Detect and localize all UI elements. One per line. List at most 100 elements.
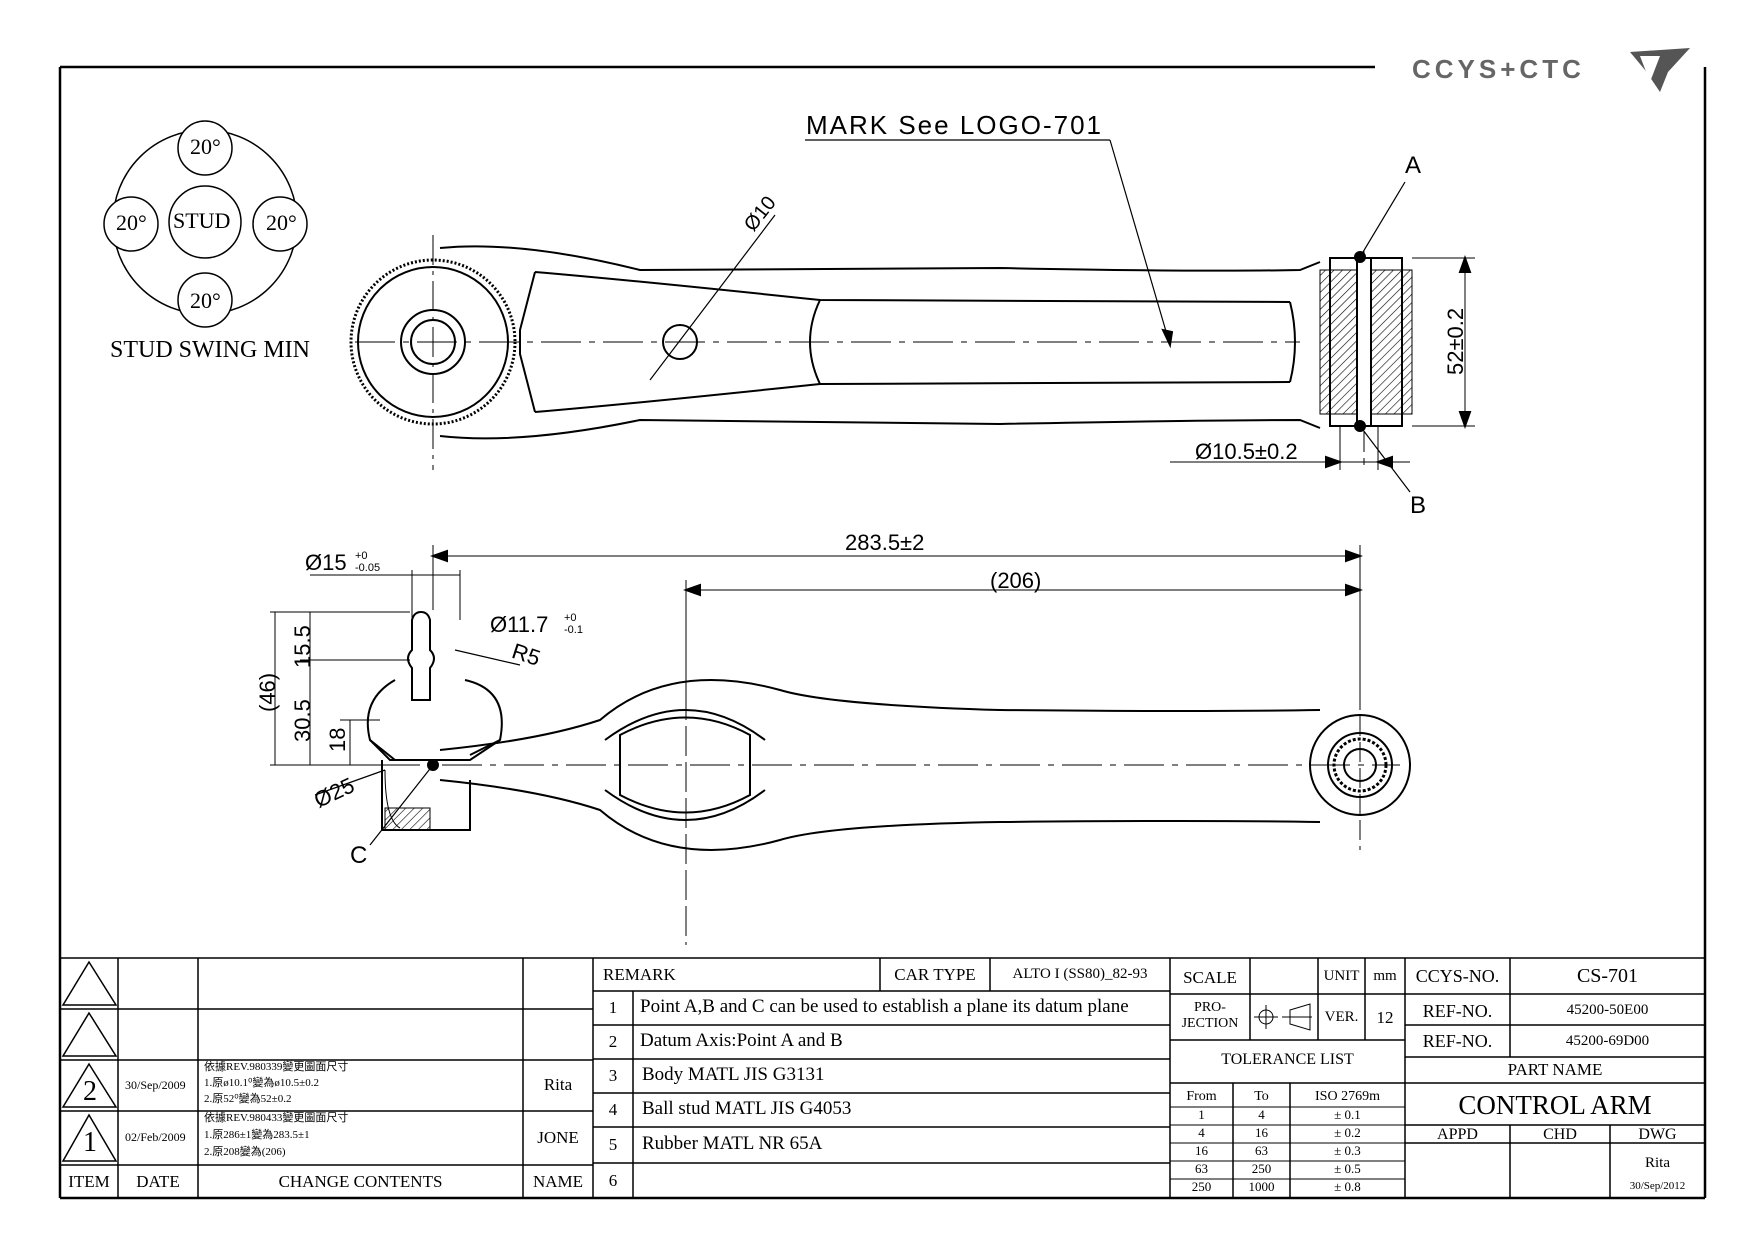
tolerance-title: TOLERANCE LIST	[1221, 1051, 1354, 1068]
rev-name-2: Rita	[543, 1075, 573, 1094]
dimension-15-5: 15.5	[290, 625, 315, 668]
header-change-contents: CHANGE CONTENTS	[278, 1172, 443, 1191]
dimension-283-5: 283.5±2	[845, 530, 925, 555]
tol-row-3-val: ± 0.3	[1334, 1143, 1361, 1158]
ver-value: 12	[1376, 1008, 1394, 1027]
sheet-border	[58, 65, 1707, 1200]
dimension-dia11-7-tol-minus: -0.1	[564, 624, 583, 636]
rev-line-2a: 依據REV.980339變更圖面尺寸	[204, 1061, 349, 1073]
remarks-header: REMARK	[603, 965, 676, 984]
car-type-value: ALTO I (SS80)_82-93	[1012, 966, 1148, 982]
remark-no-5: 5	[608, 1135, 618, 1154]
dimension-dia11-7: Ø11.7	[490, 612, 549, 637]
rev-date-1: 02/Feb/2009	[125, 1130, 186, 1144]
drawn-by: Rita	[1645, 1155, 1670, 1171]
brand-logo	[1630, 48, 1690, 92]
rev-item-1: 1	[83, 1127, 97, 1158]
tol-row-3-from: 16	[1195, 1143, 1208, 1158]
tol-header-from: From	[1186, 1089, 1217, 1104]
rev-line-1a: 依據REV.980433變更圖面尺寸	[204, 1112, 349, 1124]
dimension-52: 52±0.2	[1443, 307, 1468, 375]
tol-row-1-from: 1	[1198, 1107, 1205, 1122]
remark-text-2: Datum Axis:Point A and B	[640, 1030, 843, 1051]
ref-label-1: REF-NO.	[1422, 1001, 1493, 1021]
dimension-18: 18	[325, 727, 350, 752]
tol-row-4-to: 250	[1251, 1161, 1272, 1176]
scale-label: SCALE	[1183, 968, 1237, 987]
drawn-date: 30/Sep/2012	[1629, 1180, 1686, 1192]
remark-no-2: 2	[608, 1032, 618, 1051]
rev-date-2: 30/Sep/2009	[125, 1078, 186, 1092]
remark-no-1: 1	[608, 998, 618, 1017]
rev-line-1b: 1.原286±1變為283.5±1	[204, 1129, 310, 1141]
point-a-label: A	[1405, 152, 1422, 179]
header-item: ITEM	[68, 1172, 110, 1191]
rev-line-2b: 1.原ø10.1⁰變為ø10.5±0.2	[204, 1077, 319, 1089]
ref-number-2: 45200-69D00	[1565, 1033, 1650, 1049]
unit-label: UNIT	[1323, 968, 1360, 984]
point-b-label: B	[1410, 492, 1427, 519]
part-name-label: PART NAME	[1507, 1060, 1603, 1079]
dwg-label: DWG	[1638, 1126, 1677, 1143]
top-view	[349, 139, 1475, 493]
header-name: NAME	[532, 1172, 584, 1191]
ccys-number: CS-701	[1576, 965, 1639, 987]
dimension-dia15-tol-minus: -0.05	[355, 562, 381, 574]
ccys-label: CCYS-NO.	[1415, 966, 1500, 986]
remark-text-3: Body MATL JIS G3131	[642, 1064, 825, 1085]
tol-row-4-val: ± 0.5	[1334, 1161, 1361, 1176]
stud-swing-diagram	[103, 120, 308, 328]
tol-row-1-val: ± 0.1	[1334, 1107, 1361, 1122]
dimension-dia15-tol-plus: +0	[355, 550, 368, 562]
rev-item-2: 2	[83, 1076, 97, 1107]
ref-number-1: 45200-50E00	[1566, 1002, 1649, 1018]
stud-swing-title: STUD SWING MIN	[110, 337, 310, 363]
mark-note: MARK See LOGO-701	[806, 110, 1103, 140]
header-date: DATE	[136, 1172, 180, 1191]
dimension-46: (46)	[255, 672, 280, 712]
stud-swing-angle-right: 20°	[266, 210, 297, 235]
title-block-grid	[60, 957, 1705, 1198]
remark-text-5: Rubber MATL NR 65A	[642, 1133, 823, 1154]
projection-label-1: PRO-	[1194, 1000, 1226, 1015]
stud-swing-angle-bottom: 20°	[190, 288, 221, 313]
chd-label: CHD	[1543, 1126, 1577, 1143]
tol-row-5-from: 250	[1191, 1179, 1212, 1194]
rev-line-2c: 2.原52⁰變為52±0.2	[204, 1093, 292, 1105]
tol-row-5-to: 1000	[1248, 1179, 1275, 1194]
unit-value: mm	[1373, 968, 1397, 984]
side-view	[270, 545, 1411, 945]
ver-label: VER.	[1324, 1009, 1359, 1025]
dimension-10-5: Ø10.5±0.2	[1195, 439, 1298, 464]
stud-swing-angle-top: 20°	[190, 134, 221, 159]
car-type-label: CAR TYPE	[894, 965, 976, 984]
brand-logo-text: CCYS+CTC	[1412, 54, 1585, 84]
stud-swing-angle-left: 20°	[116, 210, 147, 235]
tol-row-4-from: 63	[1195, 1161, 1208, 1176]
rev-name-1: JONE	[537, 1128, 579, 1147]
tol-row-3-to: 63	[1255, 1143, 1268, 1158]
remark-no-3: 3	[608, 1066, 618, 1085]
tol-header-to: To	[1254, 1089, 1269, 1104]
dimension-dia11-7-tol-plus: +0	[564, 612, 577, 624]
tol-row-2-from: 4	[1198, 1125, 1205, 1140]
tol-header-iso: ISO 2769m	[1315, 1089, 1380, 1104]
dimension-206: (206)	[990, 568, 1042, 593]
dimension-dia15: Ø15	[305, 550, 347, 575]
rev-line-1c: 2.原208變為(206)	[204, 1146, 286, 1158]
tol-row-2-val: ± 0.2	[1334, 1125, 1361, 1140]
appd-label: APPD	[1437, 1126, 1478, 1143]
remark-no-4: 4	[608, 1100, 618, 1119]
part-name: CONTROL ARM	[1458, 1090, 1652, 1120]
remark-text-4: Ball stud MATL JIS G4053	[642, 1098, 852, 1119]
remark-text-1: Point A,B and C can be used to establish…	[640, 996, 1129, 1017]
point-c-label: C	[350, 842, 368, 869]
stud-swing-center: STUD	[173, 208, 231, 233]
dimension-30-5: 30.5	[290, 699, 315, 742]
remark-no-6: 6	[608, 1171, 618, 1190]
projection-label-2: JECTION	[1181, 1016, 1239, 1031]
ref-label-2: REF-NO.	[1422, 1031, 1493, 1051]
tol-row-1-to: 4	[1258, 1107, 1265, 1122]
tol-row-2-to: 16	[1255, 1125, 1268, 1140]
